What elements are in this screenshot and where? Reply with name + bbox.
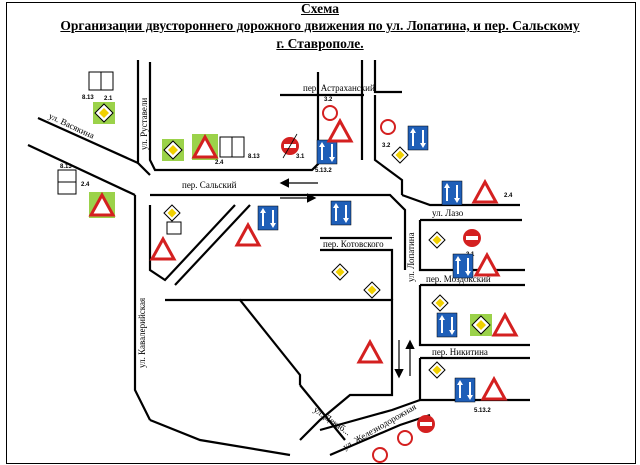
sign-group-astrakhansky: 3.2 3.2 (322, 97, 429, 164)
schema-title: Организации двустороннего дорожного движ… (60, 18, 580, 33)
sign-code-2-4-c: 2.4 (504, 193, 513, 199)
sign-group-vasyakina-south: 8.13 2.4 (57, 164, 115, 218)
yield-sign-i (481, 377, 507, 401)
yield-sign-c (327, 119, 353, 143)
no-entry-sign-c (417, 415, 435, 433)
rustaveli-edge-left (136, 60, 151, 176)
sign-group-lopatina-east: 3.1 5.13.2 (428, 229, 518, 414)
one-way-road-sign-h (454, 377, 476, 403)
kavaleriyskaya-edge-left (133, 195, 151, 421)
no-vehicles-sign-c (397, 430, 413, 446)
no-vehicles-sign (322, 105, 338, 121)
sign-code-2-4-b: 2.4 (215, 160, 224, 166)
priority-road-sign-b (161, 138, 185, 162)
label-kavaleriyskaya: ул. Кавалерийская (137, 298, 147, 368)
sign-code-8-13: 8.13 (82, 95, 94, 101)
yield-sign-f (235, 223, 261, 247)
label-salsky: пер. Сальский (182, 180, 237, 190)
one-way-road-sign-c (441, 180, 463, 206)
label-nikitina: пер. Никитина (432, 347, 488, 357)
one-way-road-sign-g (436, 312, 458, 338)
lazo-north-edge (401, 193, 520, 207)
one-way-road-sign (316, 139, 338, 165)
sign-code-5-13-2-b: 5.13.2 (474, 408, 491, 414)
sign-code-3-2: 3.2 (324, 97, 333, 103)
label-astrakhansky: пер. Астраханский (303, 83, 375, 93)
sign-code-3-1: 3.1 (296, 154, 305, 160)
sign-code-8-13-b: 8.13 (60, 164, 72, 170)
sign-group-rustaveli: 8.13 2.4 (161, 134, 260, 166)
vasyakina-edge-bottom (27, 144, 136, 196)
sign-group-salsky-top: 3.1 5.13.2 (281, 133, 338, 174)
schema-city: г. Ставрополе. (276, 36, 364, 51)
yield-sign-g (474, 253, 500, 277)
priority-sign-h (431, 294, 449, 312)
lopatina-north-edge-right (373, 95, 404, 195)
schema-frame (6, 2, 636, 464)
priority-road-sign (92, 101, 116, 125)
traffic-arrows (279, 178, 415, 379)
sign-group-zheleznodorozhnaya (372, 415, 435, 463)
label-lazo: ул. Лазо (432, 208, 464, 218)
no-vehicles-sign-d (372, 447, 388, 463)
sign-group-salsky-south (150, 200, 352, 261)
priority-sign-f (331, 263, 349, 281)
nikitina-edge-top (418, 285, 530, 347)
kotovskogo-edge-bottom (320, 248, 394, 300)
priority-road-sign-i (469, 313, 493, 337)
one-way-road-sign-d (257, 205, 279, 231)
sign-code-8-13-c: 8.13 (248, 154, 260, 160)
sign-code-2-1: 2.1 (104, 96, 113, 102)
label-mozdoksky: пер. Моздокский (426, 274, 491, 284)
no-entry-sign-b (463, 229, 481, 247)
zheleznodorozhnaya-edge (319, 398, 421, 432)
left-block-edge (148, 204, 236, 282)
one-way-road-sign-b (407, 125, 429, 151)
one-way-road-sign-f (452, 253, 474, 279)
yield-sign-h (492, 313, 518, 337)
priority-sign-g (428, 231, 446, 249)
priority-sign-c (391, 146, 409, 164)
vasyakina-edge-top (37, 116, 139, 165)
sign-group-vasyakina-north: 8.13 2.1 (82, 71, 116, 125)
yield-sign-d (472, 180, 498, 204)
priority-sign-d (163, 204, 181, 222)
one-way-road-sign-e (330, 200, 352, 226)
yield-sign-e (150, 237, 176, 261)
sign-group-lazo: 2.4 (441, 180, 513, 206)
sign-code-3-2-b: 3.2 (382, 143, 391, 149)
center-edge (165, 298, 302, 385)
label-lopatina: ул. Лопатина (406, 232, 416, 282)
priority-sign-j (428, 361, 446, 379)
sign-group-kotovskogo (331, 263, 381, 299)
yield-sign-j (357, 340, 383, 364)
sign-code-5-13-2: 5.13.2 (315, 168, 332, 174)
label-kotovskogo: пер. Котовского (323, 239, 384, 249)
no-vehicles-sign-b (380, 119, 396, 135)
priority-sign-e (363, 281, 381, 299)
schema-label: Схема (300, 1, 339, 16)
label-rustaveli: ул. Руставели (139, 98, 149, 150)
sign-code-2-4: 2.4 (81, 182, 90, 188)
salsky-south-edge (150, 193, 407, 270)
